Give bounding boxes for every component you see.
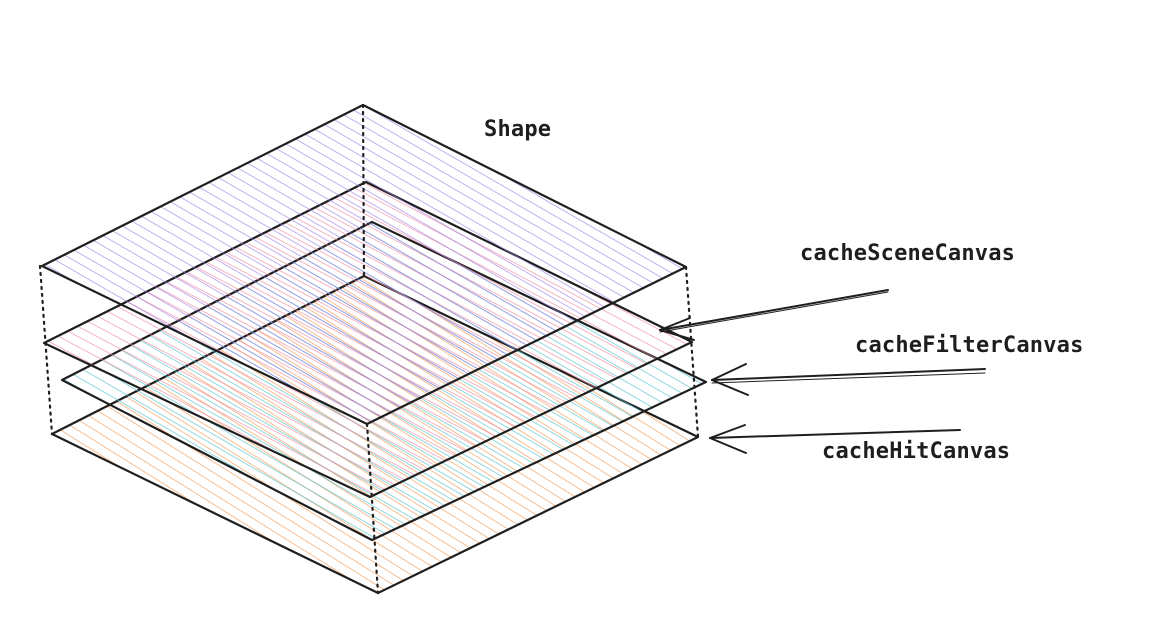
shape-label: Shape <box>484 117 552 142</box>
guide-left <box>38 264 54 436</box>
cache-hit-canvas-label: cacheHitCanvas <box>822 439 1011 464</box>
cache-filter-canvas-label: cacheFilterCanvas <box>855 333 1084 358</box>
arrows <box>659 289 986 454</box>
arrow-scene <box>659 289 889 341</box>
cache-scene-canvas-label: cacheSceneCanvas <box>800 241 1016 266</box>
arrow-hit <box>709 424 961 454</box>
guide-right <box>684 265 700 439</box>
guide-back <box>361 103 366 278</box>
dotted-guides <box>38 103 700 595</box>
arrow-filter <box>711 363 986 396</box>
guide-front <box>365 422 380 595</box>
